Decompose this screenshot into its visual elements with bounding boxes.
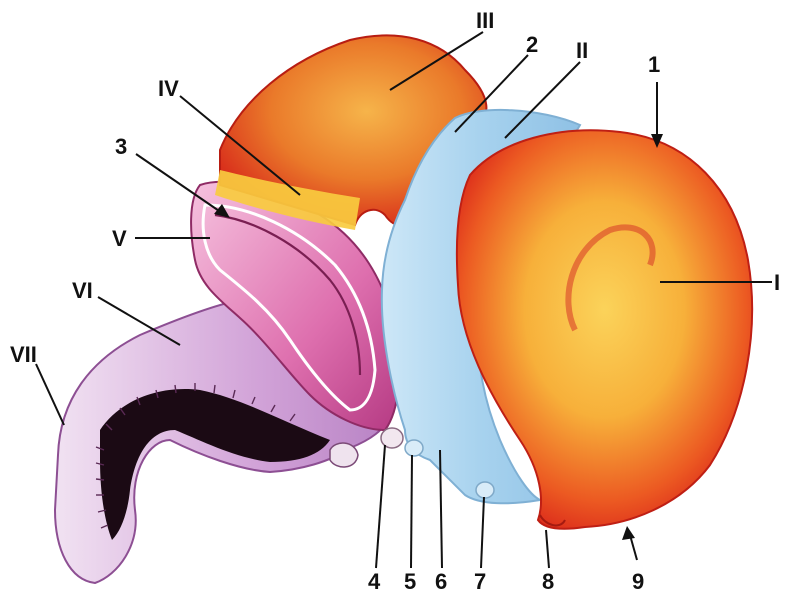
label-7: 7 [474, 569, 486, 594]
label-IV: IV [158, 76, 179, 101]
label-VI: VI [72, 278, 93, 303]
label-III: III [476, 8, 494, 33]
label-9: 9 [632, 569, 644, 594]
label-6: 6 [435, 569, 447, 594]
label-I: I [774, 270, 780, 295]
label-4: 4 [368, 569, 381, 594]
label-3: 3 [115, 134, 127, 159]
label-1: 1 [648, 52, 660, 77]
label-5: 5 [404, 569, 416, 594]
label-2: 2 [526, 32, 538, 57]
label-VII: VII [10, 342, 37, 367]
label-8: 8 [542, 569, 554, 594]
label-V: V [112, 226, 127, 251]
label-II: II [576, 38, 588, 63]
